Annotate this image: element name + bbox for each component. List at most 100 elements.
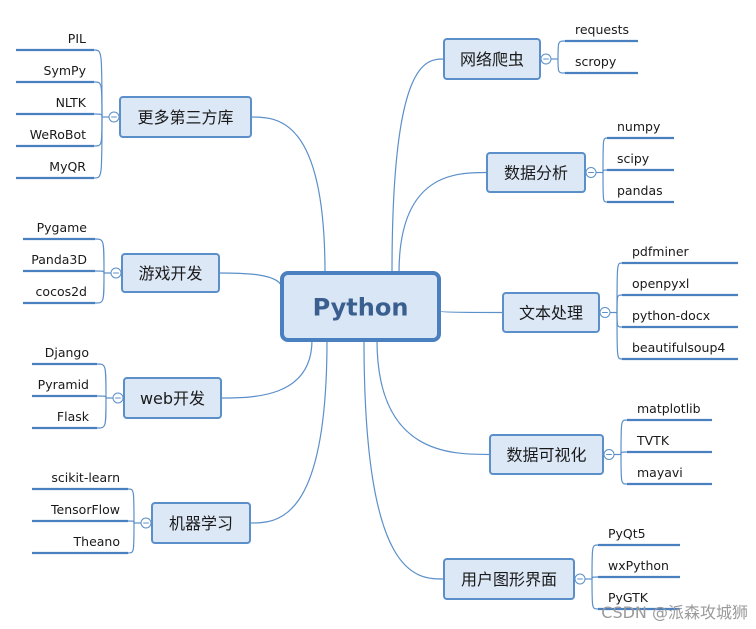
connector-analysis	[398, 171, 488, 274]
branch-game[interactable]: 游戏开发	[121, 253, 220, 293]
leaf-ml-1[interactable]: TensorFlow	[50, 502, 120, 517]
branch-crawler-box[interactable]	[443, 38, 541, 80]
branch-ml-box[interactable]	[151, 502, 251, 544]
leaf-viz-1[interactable]: TVTK	[636, 433, 670, 448]
branch-analysis-label: 数据分析	[504, 164, 568, 183]
connector-lines	[93, 40, 628, 610]
branch-crawler-label: 网络爬虫	[460, 50, 524, 69]
leaf-analysis-1[interactable]: scipy	[617, 151, 650, 166]
leaf-connector-gui-1	[591, 576, 599, 580]
branch-text-box[interactable]	[502, 292, 600, 333]
leaf-web-1[interactable]: Pyramid	[38, 377, 89, 392]
branch-viz-box[interactable]	[489, 434, 604, 475]
leaf-connector-more-0	[93, 49, 103, 118]
leaf-connector-gui-0	[591, 544, 599, 580]
connector-crawler	[391, 58, 445, 274]
leaf-connector-web-0	[96, 363, 107, 399]
branch-viz-label: 数据可视化	[506, 446, 586, 465]
connector-game	[218, 272, 283, 290]
leaf-connector-analysis-2	[602, 172, 608, 203]
connector-more	[250, 116, 326, 274]
leaf-connector-analysis-1	[602, 169, 608, 173]
leaf-text-1[interactable]: openpyxl	[632, 276, 689, 291]
leaf-more-1[interactable]: SymPy	[44, 63, 87, 78]
leaf-connector-ml-2	[127, 522, 135, 554]
leaf-connector-crawler-1	[557, 58, 566, 74]
leaf-analysis-0[interactable]: numpy	[617, 119, 661, 134]
connector-text	[438, 310, 504, 314]
leaf-gui-0[interactable]: PyQt5	[608, 526, 646, 541]
connector-web	[220, 339, 313, 399]
leaf-more-0[interactable]: PIL	[68, 31, 86, 46]
leaf-more-2[interactable]: NLTK	[56, 95, 87, 110]
leaf-connector-viz-2	[620, 454, 628, 485]
leaf-connector-game-1	[94, 270, 105, 274]
leaf-web-2[interactable]: Flask	[57, 409, 90, 424]
leaf-more-4[interactable]: MyQR	[49, 159, 86, 174]
branch-gui-label: 用户图形界面	[461, 570, 557, 589]
leaf-connector-web-1	[96, 395, 107, 399]
branch-more-label: 更多第三方库	[137, 108, 233, 127]
leaf-connector-ml-0	[127, 488, 135, 524]
leaf-viz-0[interactable]: matplotlib	[637, 401, 701, 416]
leaf-ml-0[interactable]: scikit-learn	[51, 470, 120, 485]
branch-web[interactable]: web开发	[123, 377, 222, 419]
leaf-ml-2[interactable]: Theano	[73, 534, 120, 549]
leaf-connector-game-2	[94, 272, 105, 304]
leaf-game-0[interactable]: Pygame	[37, 220, 88, 235]
leaf-connector-text-0	[616, 262, 623, 313]
leaf-connector-viz-0	[620, 419, 628, 455]
leaf-analysis-2[interactable]: pandas	[617, 183, 663, 198]
branch-game-label: 游戏开发	[138, 264, 202, 283]
leaf-connector-more-1	[93, 81, 103, 118]
leaf-gui-2[interactable]: PyGTK	[608, 590, 649, 605]
branch-game-box[interactable]	[121, 253, 220, 293]
branch-web-label: web开发	[140, 389, 205, 408]
central-node-label: Python	[313, 294, 409, 322]
leaf-text-3[interactable]: beautifulsoup4	[632, 340, 725, 355]
watermark: CSDN @派森攻城狮	[601, 603, 748, 622]
branch-analysis-box[interactable]	[486, 152, 586, 193]
leaf-gui-1[interactable]: wxPython	[608, 558, 669, 573]
branch-text-label: 文本处理	[519, 304, 583, 323]
branch-more-box[interactable]	[119, 96, 252, 138]
leaf-connector-text-2	[616, 312, 623, 328]
leaf-connector-more-4	[93, 116, 103, 179]
leaf-connector-game-0	[94, 238, 105, 274]
connector-gui	[363, 339, 445, 580]
leaf-text-2[interactable]: python-docx	[632, 308, 710, 323]
branch-text[interactable]: 文本处理	[502, 292, 600, 333]
leaf-connector-gui-2	[591, 578, 599, 610]
leaf-connector-more-2	[93, 113, 103, 118]
leaf-connector-crawler-0	[557, 40, 566, 60]
leaf-crawler-1[interactable]: scropy	[575, 54, 617, 69]
branch-ml[interactable]: 机器学习	[151, 502, 251, 544]
leaf-text-0[interactable]: pdfminer	[632, 244, 690, 259]
leaf-more-3[interactable]: WeRoBot	[30, 127, 86, 142]
leaf-connector-ml-1	[127, 520, 135, 524]
leaf-connector-web-2	[96, 397, 107, 429]
leaf-game-1[interactable]: Panda3D	[31, 252, 87, 267]
branch-more[interactable]: 更多第三方库	[119, 96, 252, 138]
leaf-game-2[interactable]: cocos2d	[36, 284, 87, 299]
central-node[interactable]	[280, 271, 441, 342]
leaf-connector-text-3	[616, 312, 623, 360]
leaf-crawler-0[interactable]: requests	[575, 22, 629, 37]
connector-ml	[249, 339, 328, 524]
branch-viz[interactable]: 数据可视化	[489, 434, 604, 475]
branch-ml-label: 机器学习	[169, 514, 233, 533]
branch-web-box[interactable]	[123, 377, 222, 419]
branch-gui-box[interactable]	[443, 558, 575, 600]
branch-crawler[interactable]: 网络爬虫	[443, 38, 541, 80]
connector-viz	[376, 339, 491, 456]
leaf-connector-viz-1	[620, 451, 628, 455]
leaf-connector-text-1	[616, 294, 623, 313]
branch-analysis[interactable]: 数据分析	[486, 152, 586, 193]
leaf-web-0[interactable]: Django	[45, 345, 89, 360]
leaf-connector-more-3	[93, 116, 103, 147]
leaf-connector-analysis-0	[602, 137, 608, 173]
leaf-viz-2[interactable]: mayavi	[637, 465, 683, 480]
branch-gui[interactable]: 用户图形界面	[443, 558, 575, 600]
